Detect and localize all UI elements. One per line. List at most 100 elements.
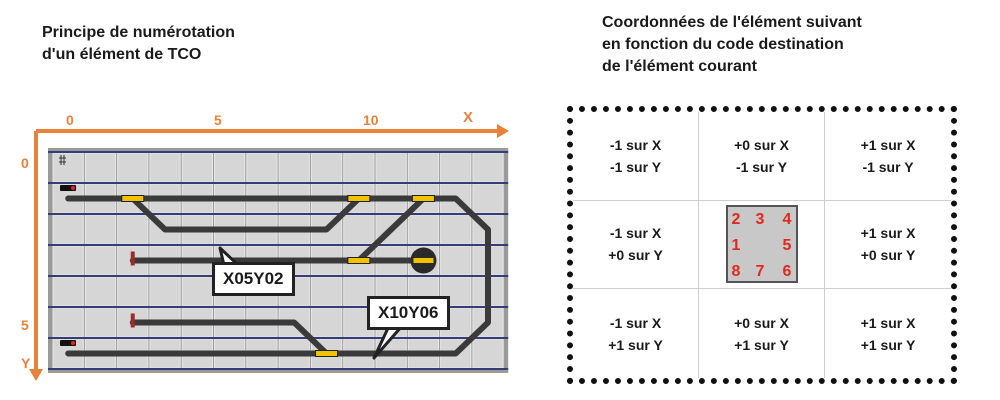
tco-diagram: 0 5 10 X 0 5 Y X05Y02 X10Y06 <box>0 100 520 400</box>
code-3-label: 3 <box>755 211 765 229</box>
code-6-label: 6 <box>782 263 792 281</box>
left-title-line-1: Principe de numérotation <box>42 24 235 41</box>
dir-cell-right: +1 sur X +0 sur Y <box>825 201 951 290</box>
tco-cell <box>214 152 246 183</box>
dir-cell-center: 2 3 4 1 5 8 7 6 <box>699 200 825 290</box>
right-title-line-3: de l'élément courant <box>602 58 757 75</box>
callout-x05y02: X05Y02 <box>212 262 295 296</box>
dir-cell-top-left: -1 sur X -1 sur Y <box>573 112 699 201</box>
tco-cell <box>84 245 117 276</box>
tco-cell <box>472 152 504 183</box>
tco-cell <box>84 152 117 183</box>
tco-cell <box>117 152 149 183</box>
tco-cell <box>472 338 504 369</box>
tco-cell <box>84 276 117 307</box>
dir-x-offset: +0 sur X <box>734 314 789 331</box>
left-title: Principe de numérotation d'un élément de… <box>42 22 342 66</box>
tco-cell <box>440 214 472 245</box>
dir-y-offset: +1 sur Y <box>608 336 663 353</box>
tco-cell <box>407 152 440 183</box>
detector-marker <box>347 195 371 202</box>
buffer-stop <box>130 313 135 328</box>
tco-cell <box>407 214 440 245</box>
code-2-label: 2 <box>731 211 741 229</box>
dir-y-offset: -1 sur Y <box>735 158 788 175</box>
detector-marker <box>315 350 339 357</box>
dir-x-offset: +1 sur X <box>860 225 916 242</box>
dir-y-offset: +1 sur Y <box>734 336 789 353</box>
detector-marker <box>121 195 145 202</box>
tco-cell <box>84 307 117 338</box>
axis-y-tick-5: 5 <box>21 317 29 333</box>
tco-cell <box>440 245 472 276</box>
y-axis-arrow <box>29 369 43 381</box>
dir-cell-bottom-right: +1 sur X +1 sur Y <box>825 289 951 378</box>
dir-x-offset: +0 sur X <box>734 136 789 153</box>
turntable-bridge <box>413 258 434 263</box>
callout-x10y06: X10Y06 <box>367 296 450 330</box>
dir-cell-top: +0 sur X -1 sur Y <box>699 112 825 201</box>
code-8-label: 8 <box>731 263 741 281</box>
dir-x-offset: -1 sur X <box>609 314 662 331</box>
dir-y-offset: +0 sur Y <box>608 247 663 264</box>
x-axis-arrow <box>497 124 509 138</box>
right-title: Coordonnées de l'élément suivant en fonc… <box>602 12 962 78</box>
tco-axes <box>29 124 509 381</box>
tco-cell <box>246 152 278 183</box>
dir-cell-bottom-left: -1 sur X +1 sur Y <box>573 289 699 378</box>
axis-x-tick-5: 5 <box>214 112 222 128</box>
right-title-line-1: Coordonnées de l'élément suivant <box>602 14 862 31</box>
code-5-label: 5 <box>782 237 792 255</box>
code-7-label: 7 <box>755 263 765 281</box>
tco-fixtures <box>59 155 437 357</box>
tco-cell <box>117 276 149 307</box>
axis-x-name: X <box>463 109 474 126</box>
dir-y-offset: +0 sur Y <box>860 247 916 264</box>
tco-cell <box>375 152 407 183</box>
hash-icon <box>59 155 66 165</box>
code-4-label: 4 <box>782 211 792 229</box>
axis-x-tick-10: 10 <box>363 112 379 128</box>
tco-cell <box>278 152 310 183</box>
tco-cell <box>310 152 343 183</box>
tco-cell <box>472 183 504 214</box>
dir-x-offset: +1 sur X <box>860 136 916 153</box>
tco-cell <box>52 245 84 276</box>
tco-cell <box>117 214 149 245</box>
signal-light <box>71 341 75 345</box>
tco-cell <box>181 152 213 183</box>
direction-grid: -1 sur X -1 sur Y +0 sur X -1 sur Y +1 s… <box>567 106 957 384</box>
signal-light <box>71 186 75 190</box>
dir-cell-top-right: +1 sur X -1 sur Y <box>825 112 951 201</box>
code-1-label: 1 <box>731 237 741 255</box>
tco-svg <box>29 124 509 381</box>
tco-cell <box>52 214 84 245</box>
dir-x-offset: -1 sur X <box>609 136 662 153</box>
track-segment <box>129 319 330 357</box>
dir-cell-left: -1 sur X +0 sur Y <box>573 200 699 290</box>
tco-cell <box>343 214 375 245</box>
code-square: 2 3 4 1 5 8 7 6 <box>725 205 798 284</box>
right-title-line-2: en fonction du code destination <box>602 36 844 53</box>
tco-cell <box>52 276 84 307</box>
tco-cell <box>181 276 213 307</box>
dir-cell-bottom: +0 sur X +1 sur Y <box>699 289 825 378</box>
track-segment <box>355 195 427 264</box>
tco-tracks <box>65 195 491 357</box>
buffer-stop <box>130 251 135 266</box>
dir-x-offset: -1 sur X <box>609 225 662 242</box>
tco-cell <box>52 152 84 183</box>
detector-marker <box>347 257 371 264</box>
tco-cell <box>310 276 343 307</box>
tco-cell <box>52 307 84 338</box>
tco-cell <box>149 152 181 183</box>
dir-y-offset: +1 sur Y <box>860 336 916 353</box>
tco-cell <box>84 214 117 245</box>
axis-x-tick-0: 0 <box>66 112 74 128</box>
track-segment <box>65 195 491 357</box>
dir-x-offset: +1 sur X <box>860 314 916 331</box>
tco-cell <box>149 276 181 307</box>
axis-y-tick-0: 0 <box>21 155 29 171</box>
tco-cell <box>343 152 375 183</box>
detector-marker <box>411 195 435 202</box>
